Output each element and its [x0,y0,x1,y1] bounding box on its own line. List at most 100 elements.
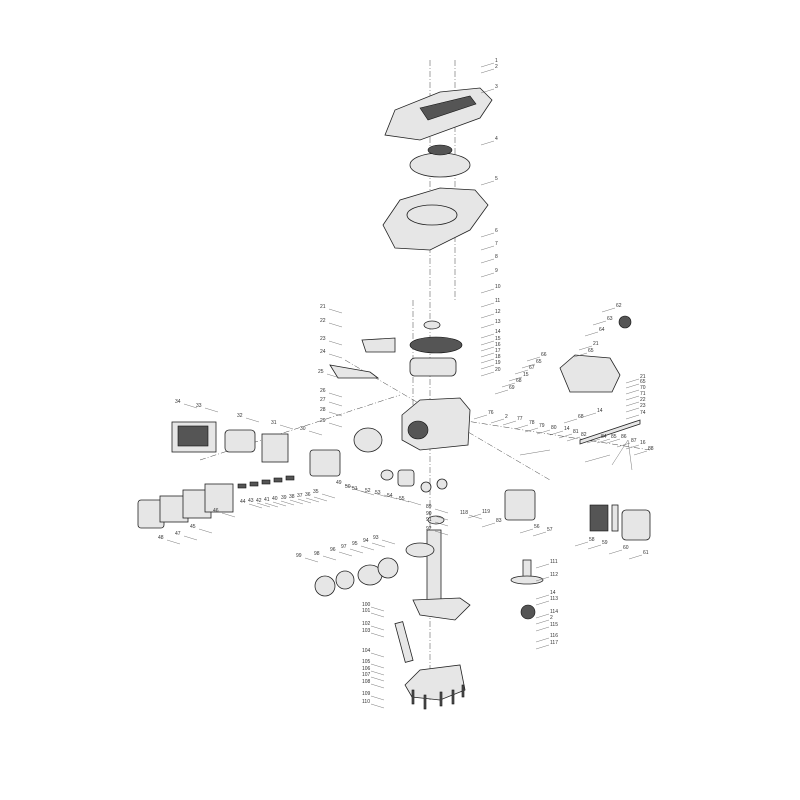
leader-line [494,389,509,395]
leader-line [322,555,337,561]
cylinder-bore [407,420,429,440]
callout-label: 15 [523,372,529,378]
leader-line [370,612,385,618]
leader-line [625,378,640,384]
leader-line [480,258,495,264]
callout-label: 24 [320,349,326,355]
air-filter-cover [621,509,651,541]
callout-label: 27 [320,397,326,403]
callout-label: 1 [495,58,498,64]
leader-line [370,663,385,669]
leader-line [467,513,482,519]
leader-line [526,356,541,362]
leader-line [370,625,385,631]
leader-line [328,392,343,398]
callout-label: 85 [611,434,617,440]
callout-label: 101 [362,608,371,614]
callout-label: 102 [362,621,371,627]
callout-label: 5 [495,176,498,182]
callout-label: 116 [550,633,558,639]
leader-line [625,389,640,395]
callout-label: 40 [272,496,278,502]
callout-label: 46 [213,508,219,514]
leader-line [280,500,295,506]
callout-label: 28 [320,407,326,413]
flywheel-cap [423,320,441,330]
leader-line [297,498,312,504]
leader-line [502,420,517,426]
leader-line [480,371,495,377]
crankshaft [426,529,442,601]
leader-line [349,548,364,554]
leader-line [383,494,398,500]
leader-line [601,307,616,313]
leader-line [480,333,495,339]
leader-line [328,422,343,428]
leader-line [514,369,529,375]
leader-line [535,619,550,625]
ignition-coil [329,364,380,379]
leader-line [573,352,588,358]
leader-line [521,363,536,369]
throttle-linkage [519,439,633,471]
callout-label: 49 [336,480,342,486]
leader-line [221,512,236,518]
leader-line [582,412,597,418]
callout-label: 38 [289,494,295,500]
leader-line [321,493,336,499]
callout-label: 45 [190,524,196,530]
callout-label: 67 [529,365,535,371]
callout-label: 30 [300,426,306,432]
leader-line [256,502,271,508]
leader-line [480,272,495,278]
callout-label: 41 [264,497,270,503]
carburetor [397,469,415,487]
callout-label: 96 [330,547,336,553]
callout-label: 19 [495,360,501,366]
fuel-tank [559,354,621,393]
callout-label: 92 [426,526,432,532]
callout-label: 78 [529,420,535,426]
leader-line [434,508,449,514]
callout-label: 79 [539,423,545,429]
leader-line [625,444,640,450]
leader-line [514,424,529,430]
heat-shield [261,433,289,463]
callout-label: 105 [362,659,371,665]
callout-label: 109 [362,691,371,697]
leader-line [434,530,449,536]
leader-line [370,703,385,709]
callout-label: 64 [599,327,605,333]
callout-label: 15 [495,336,501,342]
leader-line [558,433,573,439]
callout-label: 115 [550,622,558,628]
leader-line [480,245,495,251]
leader-line [328,340,343,346]
leader-line [183,535,198,541]
callout-label: 89 [426,504,432,510]
leader-line [360,490,375,496]
callout-label: 66 [541,352,547,358]
callout-label: 65 [640,379,646,385]
callout-label: 111 [550,559,558,565]
leader-line [535,637,550,643]
callout-label: 31 [271,420,277,426]
piston-ring [314,575,336,597]
callout-label: 23 [640,403,646,409]
leader-line [536,429,551,435]
piston-ring [335,570,355,590]
piston-head [377,557,399,579]
callout-label: 14 [564,426,570,432]
intake-gasket [380,469,394,481]
callout-label: 107 [362,672,371,678]
leader-line [480,88,495,94]
leader-line [574,541,589,547]
leader-line [370,652,385,658]
starter-pulley [427,144,453,156]
rocker-gasket [204,483,234,513]
callout-label: 16 [495,342,501,348]
leader-line [407,500,422,506]
callout-label: 62 [616,303,622,309]
leader-line [566,436,581,442]
callout-label: 14 [495,329,501,335]
